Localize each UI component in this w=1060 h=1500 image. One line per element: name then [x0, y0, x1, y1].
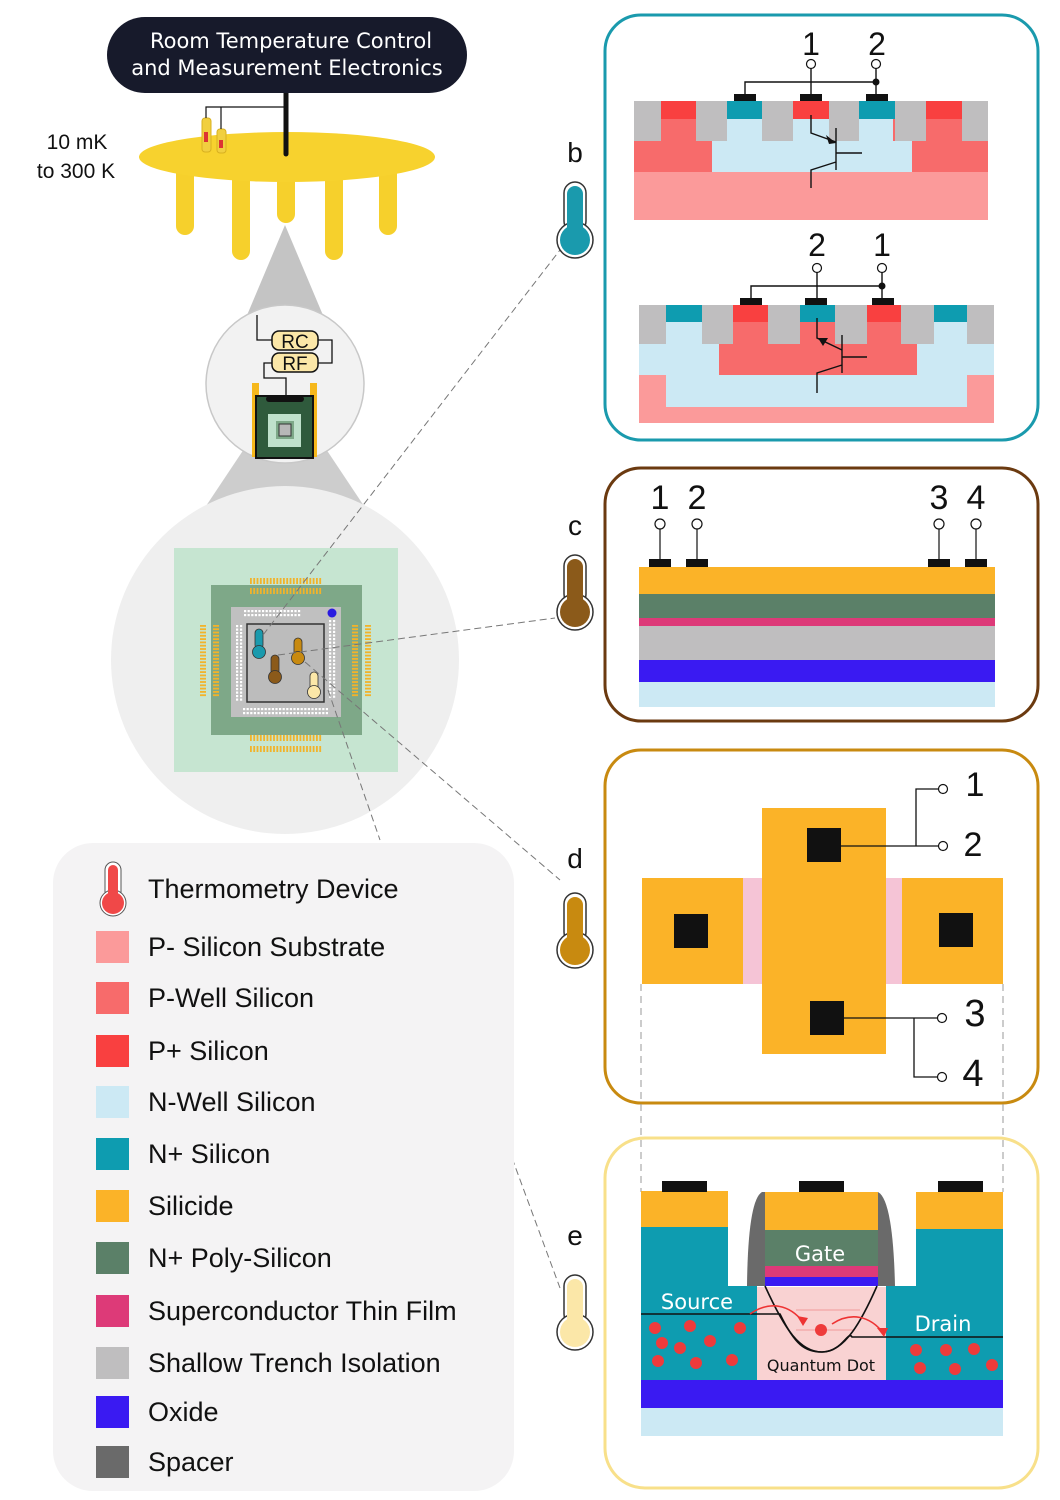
dot-electron [815, 1324, 827, 1336]
panel-c-letter: c [568, 510, 582, 541]
legend-swatch [96, 1295, 129, 1327]
legend-label: N+ Poly-Silicon [148, 1243, 332, 1273]
panel-c-pin: 1 [649, 479, 671, 567]
panel-b-bottom-pin-1: 1 [873, 227, 891, 263]
cryostat-assembly: Room Temperature Control and Measurement… [37, 17, 467, 320]
panel-e-thermometer-icon [556, 1274, 594, 1351]
leader-lines [262, 249, 561, 1289]
chip-magnifier [111, 486, 459, 834]
legend-swatch [96, 1242, 129, 1274]
panel-b-top-pin-1: 1 [802, 26, 820, 62]
legend-swatch [96, 1396, 129, 1428]
quantum-dot-label: Quantum Dot [767, 1356, 875, 1375]
legend-swatch [96, 1035, 129, 1067]
panel-d-pin-3: 3 [964, 993, 985, 1035]
die-thermometer-b [252, 628, 266, 659]
rf-filter [271, 352, 319, 373]
legend-item: N+ Poly-Silicon [96, 1242, 332, 1274]
orientation-mark [327, 608, 337, 618]
legend-item: Oxide [96, 1396, 219, 1428]
legend-item: Thermometry Device [99, 861, 399, 917]
source-label: Source [661, 1290, 733, 1314]
panel-e-letter: e [567, 1220, 583, 1251]
panel-d-pin-4: 4 [962, 1053, 983, 1095]
panel-b-bottom-pin-2: 2 [808, 227, 826, 263]
bond-pads [200, 578, 371, 752]
legend-box [53, 843, 514, 1491]
mixing-chamber-plate [139, 132, 435, 182]
legend-item: P+ Silicon [96, 1035, 269, 1067]
legend-label: N-Well Silicon [148, 1087, 316, 1117]
rf-filter-label: RF [282, 354, 307, 375]
rc-filter [271, 330, 319, 351]
panel-e-frame [603, 1136, 1040, 1490]
panel-d-letter: d [567, 843, 583, 874]
legend: Thermometry Device P- Silicon SubstrateP-… [53, 843, 514, 1491]
gate-label: Gate [795, 1242, 845, 1266]
svg-text:3: 3 [930, 479, 949, 517]
temp-range-line1: 10 mK [47, 131, 108, 154]
legend-item: Silicide [96, 1190, 234, 1222]
legend-label: Spacer [148, 1447, 234, 1477]
panel-b-thermometer-icon [556, 181, 594, 259]
electronics-label-line2: and Measurement Electronics [131, 56, 442, 80]
legend-label: P- Silicon Substrate [148, 932, 385, 962]
rc-filter-label: RC [281, 332, 308, 353]
panel-b-letter: b [567, 137, 583, 168]
legend-swatch [96, 1190, 129, 1222]
legend-swatch [96, 1086, 129, 1118]
panel-b: b [556, 13, 1040, 442]
legend-label: P-Well Silicon [148, 983, 314, 1013]
panel-b-top-pin-2: 2 [868, 26, 886, 62]
electronics-label-line1: Room Temperature Control [150, 29, 432, 53]
panel-c-pin: 4 [965, 479, 987, 567]
die-thermometer-e [307, 671, 321, 699]
legend-swatch [96, 1446, 129, 1478]
legend-label: Silicide [148, 1191, 234, 1221]
legend-item: Superconductor Thin Film [96, 1295, 457, 1327]
legend-item: P- Silicon Substrate [96, 931, 385, 963]
svg-text:4: 4 [967, 479, 986, 517]
panel-e: e Gate Source Drain Quantum Dot [556, 1136, 1040, 1490]
panel-c-thermometer-icon [556, 554, 594, 631]
electronics-box [107, 17, 467, 93]
panel-b-top-crosssection: 1 2 [634, 26, 988, 220]
svg-text:1: 1 [651, 479, 670, 517]
legend-swatch [96, 1347, 129, 1379]
svg-text:2: 2 [688, 479, 707, 517]
legend-label: Thermometry Device [148, 874, 399, 904]
drain-label: Drain [915, 1312, 972, 1336]
thermometer-icon [99, 861, 127, 917]
legend-item: P-Well Silicon [96, 982, 314, 1014]
legend-item: N-Well Silicon [96, 1086, 316, 1118]
legend-swatch [96, 1138, 129, 1170]
reference-thermometers [201, 106, 286, 154]
panel-d-thermometer-icon [556, 892, 594, 969]
temp-range-line2: to 300 K [37, 160, 115, 183]
panel-c-pin: 2 [686, 479, 708, 567]
panel-d-pin-1: 1 [966, 766, 985, 804]
die-thermometer-d [291, 637, 305, 665]
drain-electrons [910, 1343, 998, 1375]
panel-c-pin: 3 [928, 479, 950, 567]
legend-swatch [96, 982, 129, 1014]
die-pads [236, 610, 336, 715]
zoom-cone-1 [245, 225, 325, 320]
legend-item: Spacer [96, 1446, 234, 1478]
die-thermometer-c [268, 654, 282, 684]
legend-item: N+ Silicon [96, 1138, 270, 1170]
legend-swatch [96, 931, 129, 963]
source-electrons [649, 1320, 746, 1369]
panel-d-pin-2: 2 [964, 826, 983, 864]
filter-wiring [256, 315, 333, 396]
panel-b-bottom-crosssection: 2 1 [639, 227, 994, 423]
legend-item: Shallow Trench Isolation [96, 1347, 441, 1379]
legend-label: Oxide [148, 1397, 219, 1427]
panel-d: d 1 2 3 4 [556, 748, 1040, 1192]
legend-label: P+ Silicon [148, 1036, 269, 1066]
legend-label: Shallow Trench Isolation [148, 1348, 441, 1378]
legend-label: N+ Silicon [148, 1139, 270, 1169]
legend-label: Superconductor Thin Film [148, 1296, 457, 1326]
